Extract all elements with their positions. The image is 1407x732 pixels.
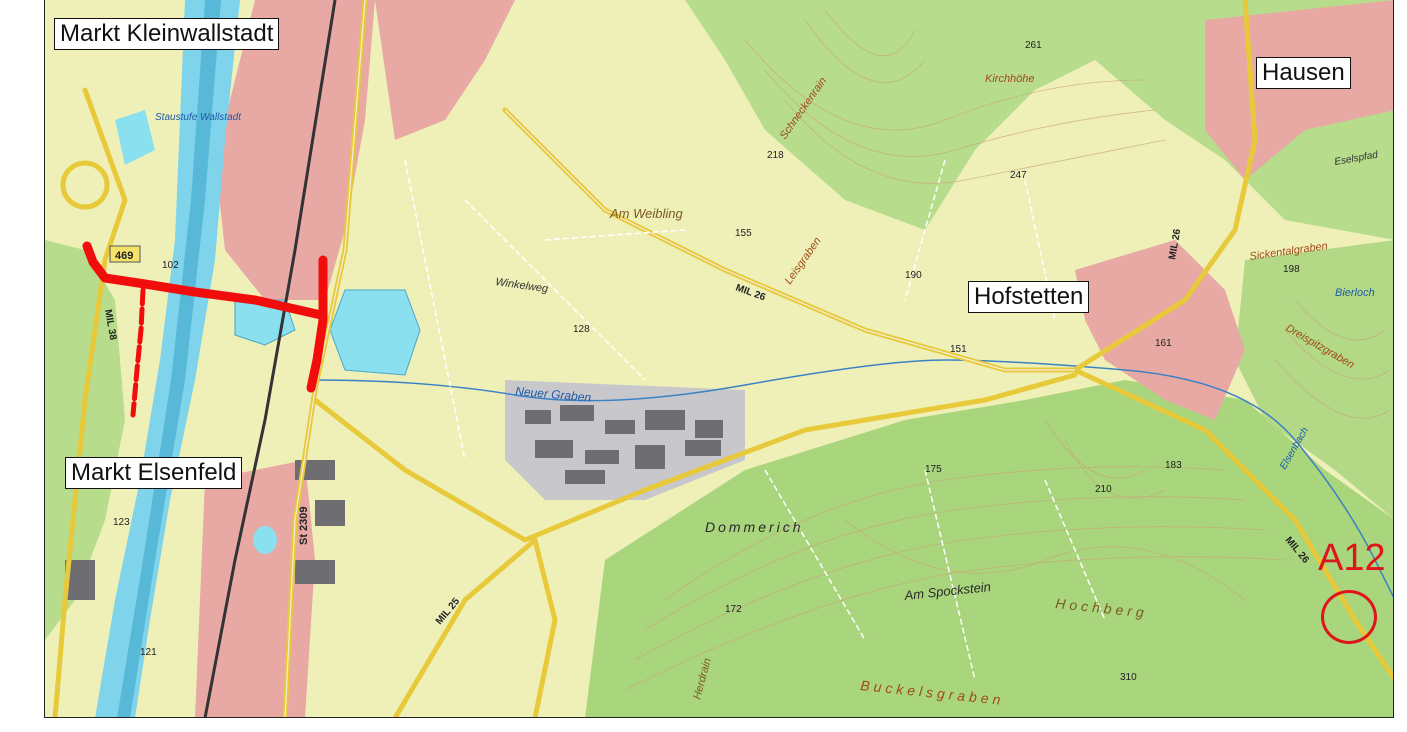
tracks (404, 159, 1106, 681)
site-marker-label: A12 (1318, 537, 1386, 579)
pond-south (253, 526, 277, 554)
topographic-map[interactable]: Am Weibling Kirchhöhe Schneckenrain Leis… (44, 0, 1394, 718)
town-label-hausen: Hausen (1256, 57, 1351, 89)
settlement-elsenfeld (195, 460, 315, 717)
label-dommerich: Dommerich (705, 519, 804, 535)
settlement-north-center (375, 0, 515, 140)
spot-123: 123 (113, 517, 130, 528)
label-b469: 469 (115, 250, 133, 262)
spot-218: 218 (767, 150, 784, 161)
river-channel (117, 0, 221, 717)
spot-102: 102 (162, 260, 179, 271)
industrial-buildings (65, 405, 723, 600)
forest-west (45, 240, 125, 640)
contour-lines (624, 9, 1391, 691)
site-marker-circle[interactable] (1321, 590, 1377, 644)
label-st2309: St 2309 (298, 506, 310, 545)
label-kirchhohe: Kirchhöhe (985, 73, 1035, 85)
spot-155: 155 (735, 228, 752, 239)
motorway-junction (60, 160, 110, 210)
town-label-hofstetten: Hofstetten (968, 281, 1090, 313)
settlement-kleinwallstadt (215, 0, 375, 300)
spot-161: 161 (1155, 338, 1172, 349)
spot-128: 128 (573, 324, 590, 335)
spot-261: 261 (1025, 40, 1042, 51)
map-canvas: Am Weibling Kirchhöhe Schneckenrain Leis… (45, 0, 1393, 717)
spot-172: 172 (725, 604, 742, 615)
spot-121: 121 (140, 647, 157, 658)
label-bierloch: Bierloch (1335, 287, 1375, 299)
route-line (82, 241, 328, 393)
label-mil38: MIL 38 (102, 309, 118, 342)
road-shield-469 (109, 245, 141, 263)
town-label-elsenfeld: Markt Elsenfeld (65, 457, 243, 489)
label-neuer-graben: Neuer Graben (515, 384, 592, 405)
label-mil26-b: MIL 26 (1167, 228, 1183, 261)
settlement-hofstetten (1075, 240, 1245, 420)
spot-210: 210 (1095, 484, 1112, 495)
stream-neuer-graben (314, 359, 1393, 598)
label-staustufe: Staustufe Wallstadt (155, 112, 242, 123)
pond-north (115, 110, 155, 165)
spot-151: 151 (950, 344, 967, 355)
railway (203, 0, 337, 717)
label-am-weibling: Am Weibling (609, 206, 684, 221)
forest-east (1235, 240, 1393, 519)
spot-198: 198 (1283, 264, 1300, 275)
town-label-kleinwallstadt: Markt Kleinwallstadt (54, 18, 280, 50)
spot-247: 247 (1010, 170, 1027, 181)
route-branch (130, 287, 146, 418)
settlement-hausen (1205, 0, 1393, 180)
spot-175: 175 (925, 464, 942, 475)
spot-183: 183 (1165, 460, 1182, 471)
spot-310: 310 (1120, 672, 1137, 683)
forest-south (585, 380, 1393, 717)
lake-east (329, 289, 421, 376)
spot-190: 190 (905, 270, 922, 281)
